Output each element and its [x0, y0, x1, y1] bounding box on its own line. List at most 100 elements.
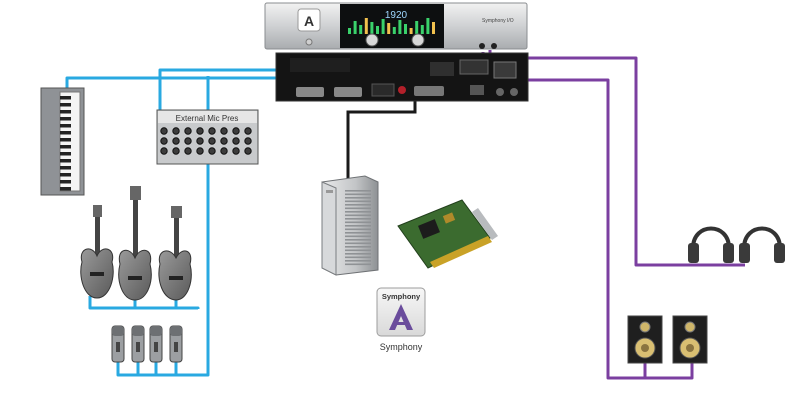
headphones-icon	[739, 226, 785, 263]
vent-slot	[345, 197, 371, 199]
microphone-group	[111, 325, 183, 363]
vent-slot	[345, 249, 371, 252]
input-jack	[196, 147, 204, 155]
microphone-icon	[149, 325, 163, 363]
mac-pro-tower-icon	[321, 175, 379, 276]
symphony-caption: Symphony	[380, 342, 423, 352]
vent-slot	[345, 260, 371, 262]
input-jack	[232, 137, 240, 145]
electric-guitar-icon	[80, 205, 114, 299]
piano-key	[60, 159, 71, 163]
meter-bar	[404, 24, 407, 34]
vent-slot	[345, 246, 371, 248]
model-label: Symphony I/O	[482, 18, 514, 24]
input-jack	[220, 137, 228, 145]
meter-bar	[398, 20, 402, 34]
meter-bar	[387, 23, 391, 34]
piano-key	[60, 131, 71, 135]
vent-slot	[345, 190, 371, 192]
input-jack	[160, 147, 168, 155]
piano-key	[60, 152, 71, 156]
input-jack	[208, 127, 216, 135]
input-jack	[184, 127, 192, 135]
meter-bar	[348, 28, 351, 34]
level-meters	[348, 18, 435, 34]
meter-bar	[370, 22, 374, 34]
mic-pres-label: External Mic Pres	[176, 114, 239, 123]
vent-slot	[345, 263, 371, 266]
piano-key	[60, 180, 71, 184]
digilink-cable	[346, 96, 417, 188]
piano-key	[60, 103, 71, 107]
vent-slot	[345, 193, 371, 196]
input-jack	[220, 127, 228, 135]
piano-key	[60, 187, 71, 191]
pcie-card-icon	[397, 199, 498, 269]
input-jack	[244, 127, 252, 135]
piano-key	[60, 117, 71, 121]
vent-slot	[345, 221, 371, 224]
vent-slot	[345, 253, 371, 255]
audio-interface-rear-panel	[275, 52, 529, 102]
input-jack	[184, 147, 192, 155]
input-jack	[172, 137, 180, 145]
svg-text:A: A	[304, 13, 314, 29]
piano-key	[60, 96, 71, 100]
vent-slot	[345, 214, 371, 217]
input-jack	[196, 127, 204, 135]
input-jack	[244, 137, 252, 145]
studio-monitor-icon	[627, 315, 663, 364]
bass-guitar-icon	[118, 186, 152, 301]
vent-slot	[345, 239, 371, 241]
input-jack	[160, 127, 168, 135]
headphones-icon	[688, 226, 734, 263]
audio-interface-front-panel: A 1920 Symphony I/O	[264, 2, 528, 50]
meter-bar	[364, 18, 368, 34]
input-jack	[220, 147, 228, 155]
input-jack	[208, 147, 216, 155]
meter-bar	[353, 21, 357, 34]
meter-bar	[376, 26, 379, 34]
vent-slot	[345, 218, 371, 220]
vent-slot	[345, 211, 371, 213]
meter-bar	[415, 21, 419, 34]
microphone-icon	[111, 325, 125, 363]
meter-bar	[359, 25, 363, 34]
input-jack	[172, 147, 180, 155]
input-jack	[232, 127, 240, 135]
vent-slot	[345, 225, 371, 227]
mic-pre-rack-icon: External Mic Pres	[156, 109, 259, 165]
piano-key	[60, 124, 71, 128]
vent-slot	[345, 242, 371, 245]
microphone-icon	[131, 325, 145, 363]
meter-bar	[392, 27, 396, 34]
input-jack	[184, 137, 192, 145]
display-value: 1920	[385, 10, 408, 21]
meter-bar	[432, 22, 435, 34]
piano-key	[60, 138, 71, 142]
badge-text: Symphony	[382, 292, 421, 301]
symphony-logo-icon: Symphony	[376, 287, 426, 337]
vent-slot	[345, 235, 371, 238]
meter-bar	[381, 19, 385, 34]
keyboard-icon	[40, 87, 85, 196]
meter-bar	[426, 18, 430, 34]
input-jack	[232, 147, 240, 155]
input-jack	[196, 137, 204, 145]
microphone-icon	[169, 325, 183, 363]
vent-slot	[345, 228, 371, 231]
piano-key	[60, 166, 71, 170]
input-jack	[160, 137, 168, 145]
input-jack	[244, 147, 252, 155]
vent-slot	[345, 256, 371, 259]
input-jack	[208, 137, 216, 145]
vent-slot	[345, 204, 371, 206]
electric-guitar-icon	[158, 206, 192, 301]
meter-bar	[409, 28, 413, 34]
vent-slot	[345, 232, 371, 234]
vent-slot	[345, 207, 371, 210]
studio-monitor-icon	[672, 315, 708, 364]
vent-slot	[345, 200, 371, 203]
piano-key	[60, 173, 71, 177]
